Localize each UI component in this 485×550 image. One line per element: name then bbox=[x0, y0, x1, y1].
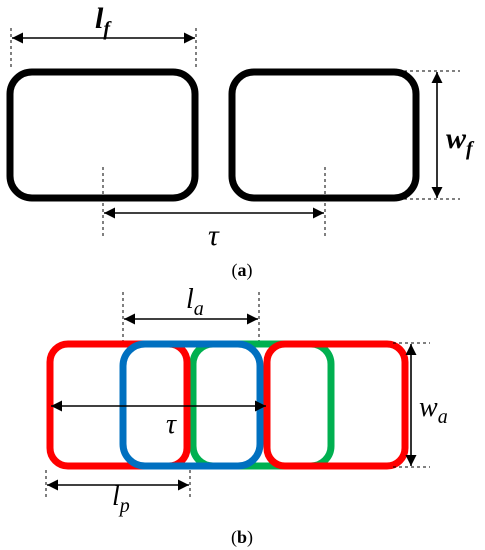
tau-b-label: τ bbox=[166, 409, 177, 440]
diagram-b: la τ wa lp (b) bbox=[45, 284, 448, 548]
diagram-a: lf wf τ (a) bbox=[6, 2, 475, 281]
coil-frame-right bbox=[228, 68, 420, 202]
caption-a: (a) bbox=[232, 260, 253, 281]
coil-red-right bbox=[263, 340, 409, 470]
coil-red-left bbox=[46, 340, 191, 470]
lp-label: lp bbox=[112, 481, 130, 517]
caption-b: (b) bbox=[231, 527, 253, 548]
wf-label: wf bbox=[446, 122, 475, 160]
tau-a-label: τ bbox=[208, 219, 220, 252]
lf-label: lf bbox=[95, 2, 112, 40]
wa-label: wa bbox=[419, 392, 448, 428]
la-label: la bbox=[186, 284, 204, 320]
